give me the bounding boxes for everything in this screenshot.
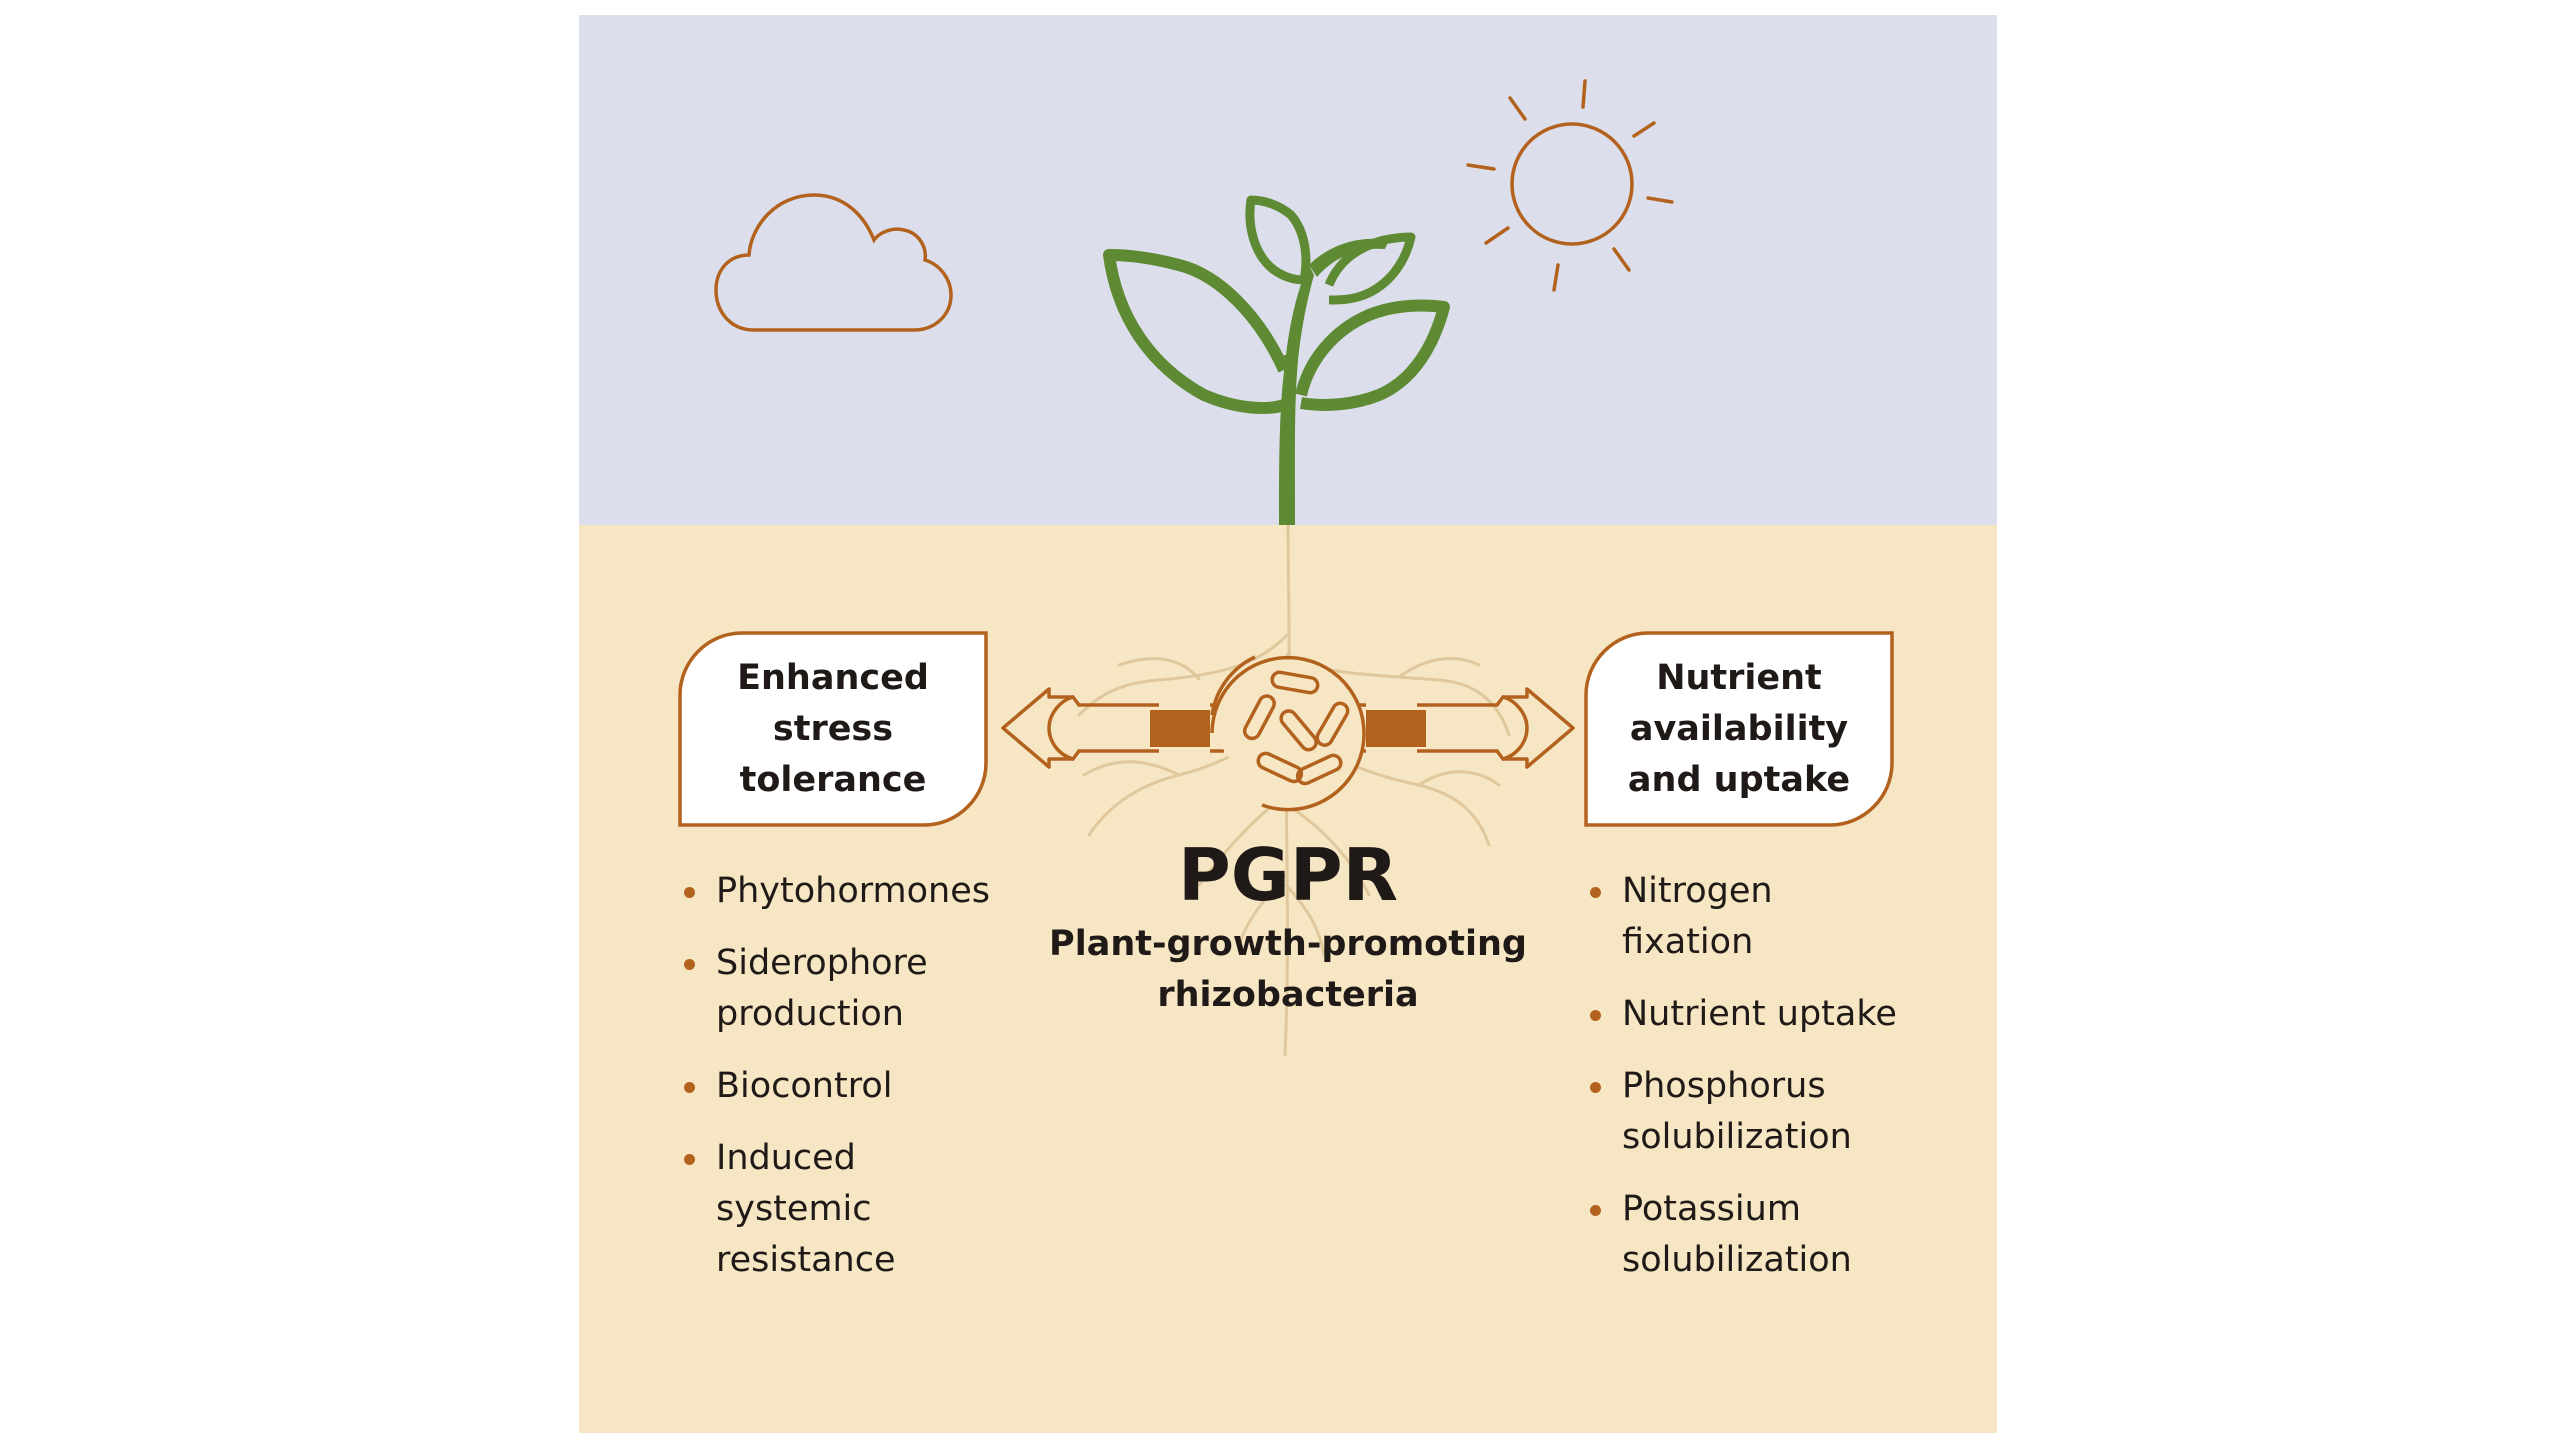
diagram-panel: Enhanced stress tolerance Nutrient avail… <box>579 15 1997 1433</box>
bullet-icon <box>1590 1082 1601 1093</box>
list-item: Induced systemic resistance <box>680 1133 1040 1286</box>
left-benefit-list: Phytohormones Siderophore production Bio… <box>680 866 1040 1307</box>
double-arrow-icon-right <box>1352 687 1575 769</box>
left-box-title: Enhanced stress tolerance <box>737 657 929 800</box>
bullet-icon <box>1590 1010 1601 1021</box>
bullet-icon <box>1590 1205 1601 1216</box>
list-item: Nitrogen fixation <box>1586 866 1946 968</box>
bacteria-icon <box>1210 655 1366 812</box>
right-benefit-list: Nitrogen fixation Nutrient uptake Phosph… <box>1586 866 1946 1307</box>
list-item: Potassium solubilization <box>1586 1184 1946 1286</box>
bullet-icon <box>1590 887 1601 898</box>
list-item: Nutrient uptake <box>1586 989 1946 1040</box>
bullet-icon <box>684 887 695 898</box>
diagram-artwork <box>579 15 1997 1433</box>
cloud-icon <box>714 193 953 332</box>
right-box-title: Nutrient availability and uptake <box>1627 657 1851 800</box>
right-category-box: Nutrient availability and uptake <box>1586 633 1892 825</box>
list-item: Siderophore production <box>680 938 1040 1040</box>
list-item: Biocontrol <box>680 1061 1040 1112</box>
roots-icon <box>1077 523 1511 1057</box>
bullet-icon <box>684 959 695 970</box>
list-item: Phosphorus solubilization <box>1586 1061 1946 1163</box>
list-item: Phytohormones <box>680 866 1040 917</box>
pgpr-title: PGPR <box>1177 833 1399 917</box>
plant-icon <box>1103 195 1450 525</box>
left-category-box: Enhanced stress tolerance <box>680 633 986 825</box>
pgpr-subtitle: Plant-growth-promoting rhizobacteria <box>1049 924 1527 1015</box>
left-box-outline <box>678 631 988 827</box>
bullet-icon <box>684 1082 695 1093</box>
right-box-outline <box>1584 631 1894 827</box>
sun-icon <box>1466 79 1674 292</box>
bullet-icon <box>684 1154 695 1165</box>
